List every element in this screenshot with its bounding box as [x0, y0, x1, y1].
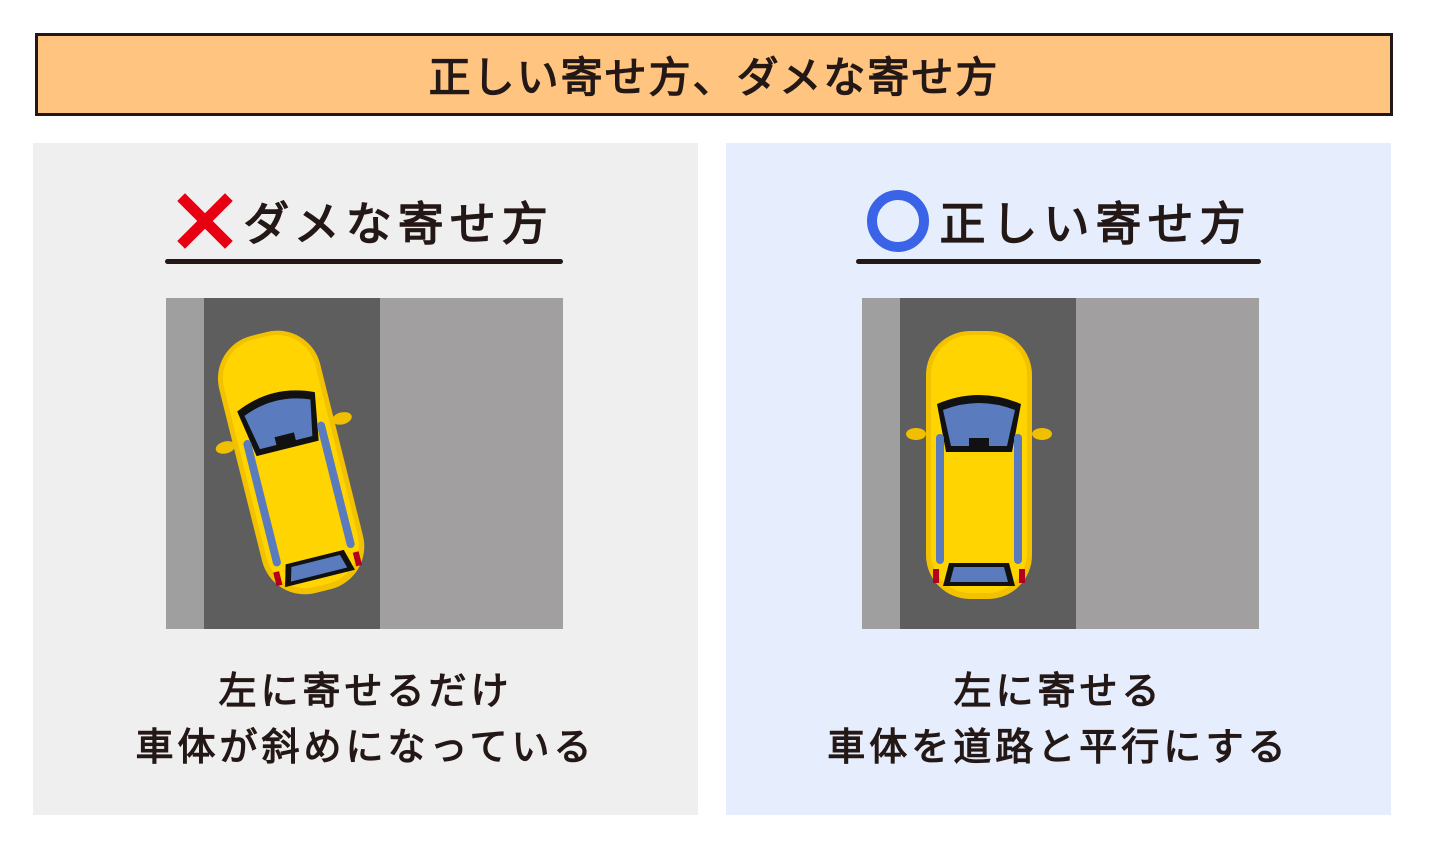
good-heading-label: 正しい寄せ方 [939, 197, 1252, 251]
sidewalk-curb [166, 298, 204, 629]
good-caption-line2: 車体を道路と平行にする [827, 725, 1290, 769]
bad-heading: ダメな寄せ方 [33, 188, 698, 254]
road-surface [1076, 298, 1259, 629]
good-caption: 左に寄せる 車体を道路と平行にする [726, 663, 1391, 775]
good-example-panel: 正しい寄せ方 左に寄せる 車体を道路と平行にする [726, 143, 1391, 815]
page-title: 正しい寄せ方、ダメな寄せ方 [428, 53, 1000, 102]
car-top-view-icon [906, 331, 1052, 599]
bad-caption: 左に寄せるだけ 車体が斜めになっている [33, 663, 698, 775]
good-caption-line1: 左に寄せる [953, 669, 1164, 713]
heading-underline [856, 259, 1261, 264]
sidewalk-curb [862, 298, 900, 629]
circle-icon [866, 190, 929, 252]
good-heading: 正しい寄せ方 [726, 188, 1391, 254]
bad-example-panel: ダメな寄せ方 左に寄せるだけ 車体が斜 [33, 143, 698, 815]
bad-heading-label: ダメな寄せ方 [243, 197, 554, 251]
title-banner: 正しい寄せ方、ダメな寄せ方 [35, 33, 1393, 116]
heading-underline [165, 259, 563, 264]
car-top-view-icon [215, 330, 365, 595]
road-surface [380, 298, 563, 629]
cross-icon [177, 193, 233, 249]
bad-caption-line2: 車体が斜めになっている [135, 725, 596, 769]
bad-caption-line1: 左に寄せるだけ [218, 669, 513, 713]
road-illustration [862, 298, 1259, 629]
road-illustration [166, 298, 563, 629]
